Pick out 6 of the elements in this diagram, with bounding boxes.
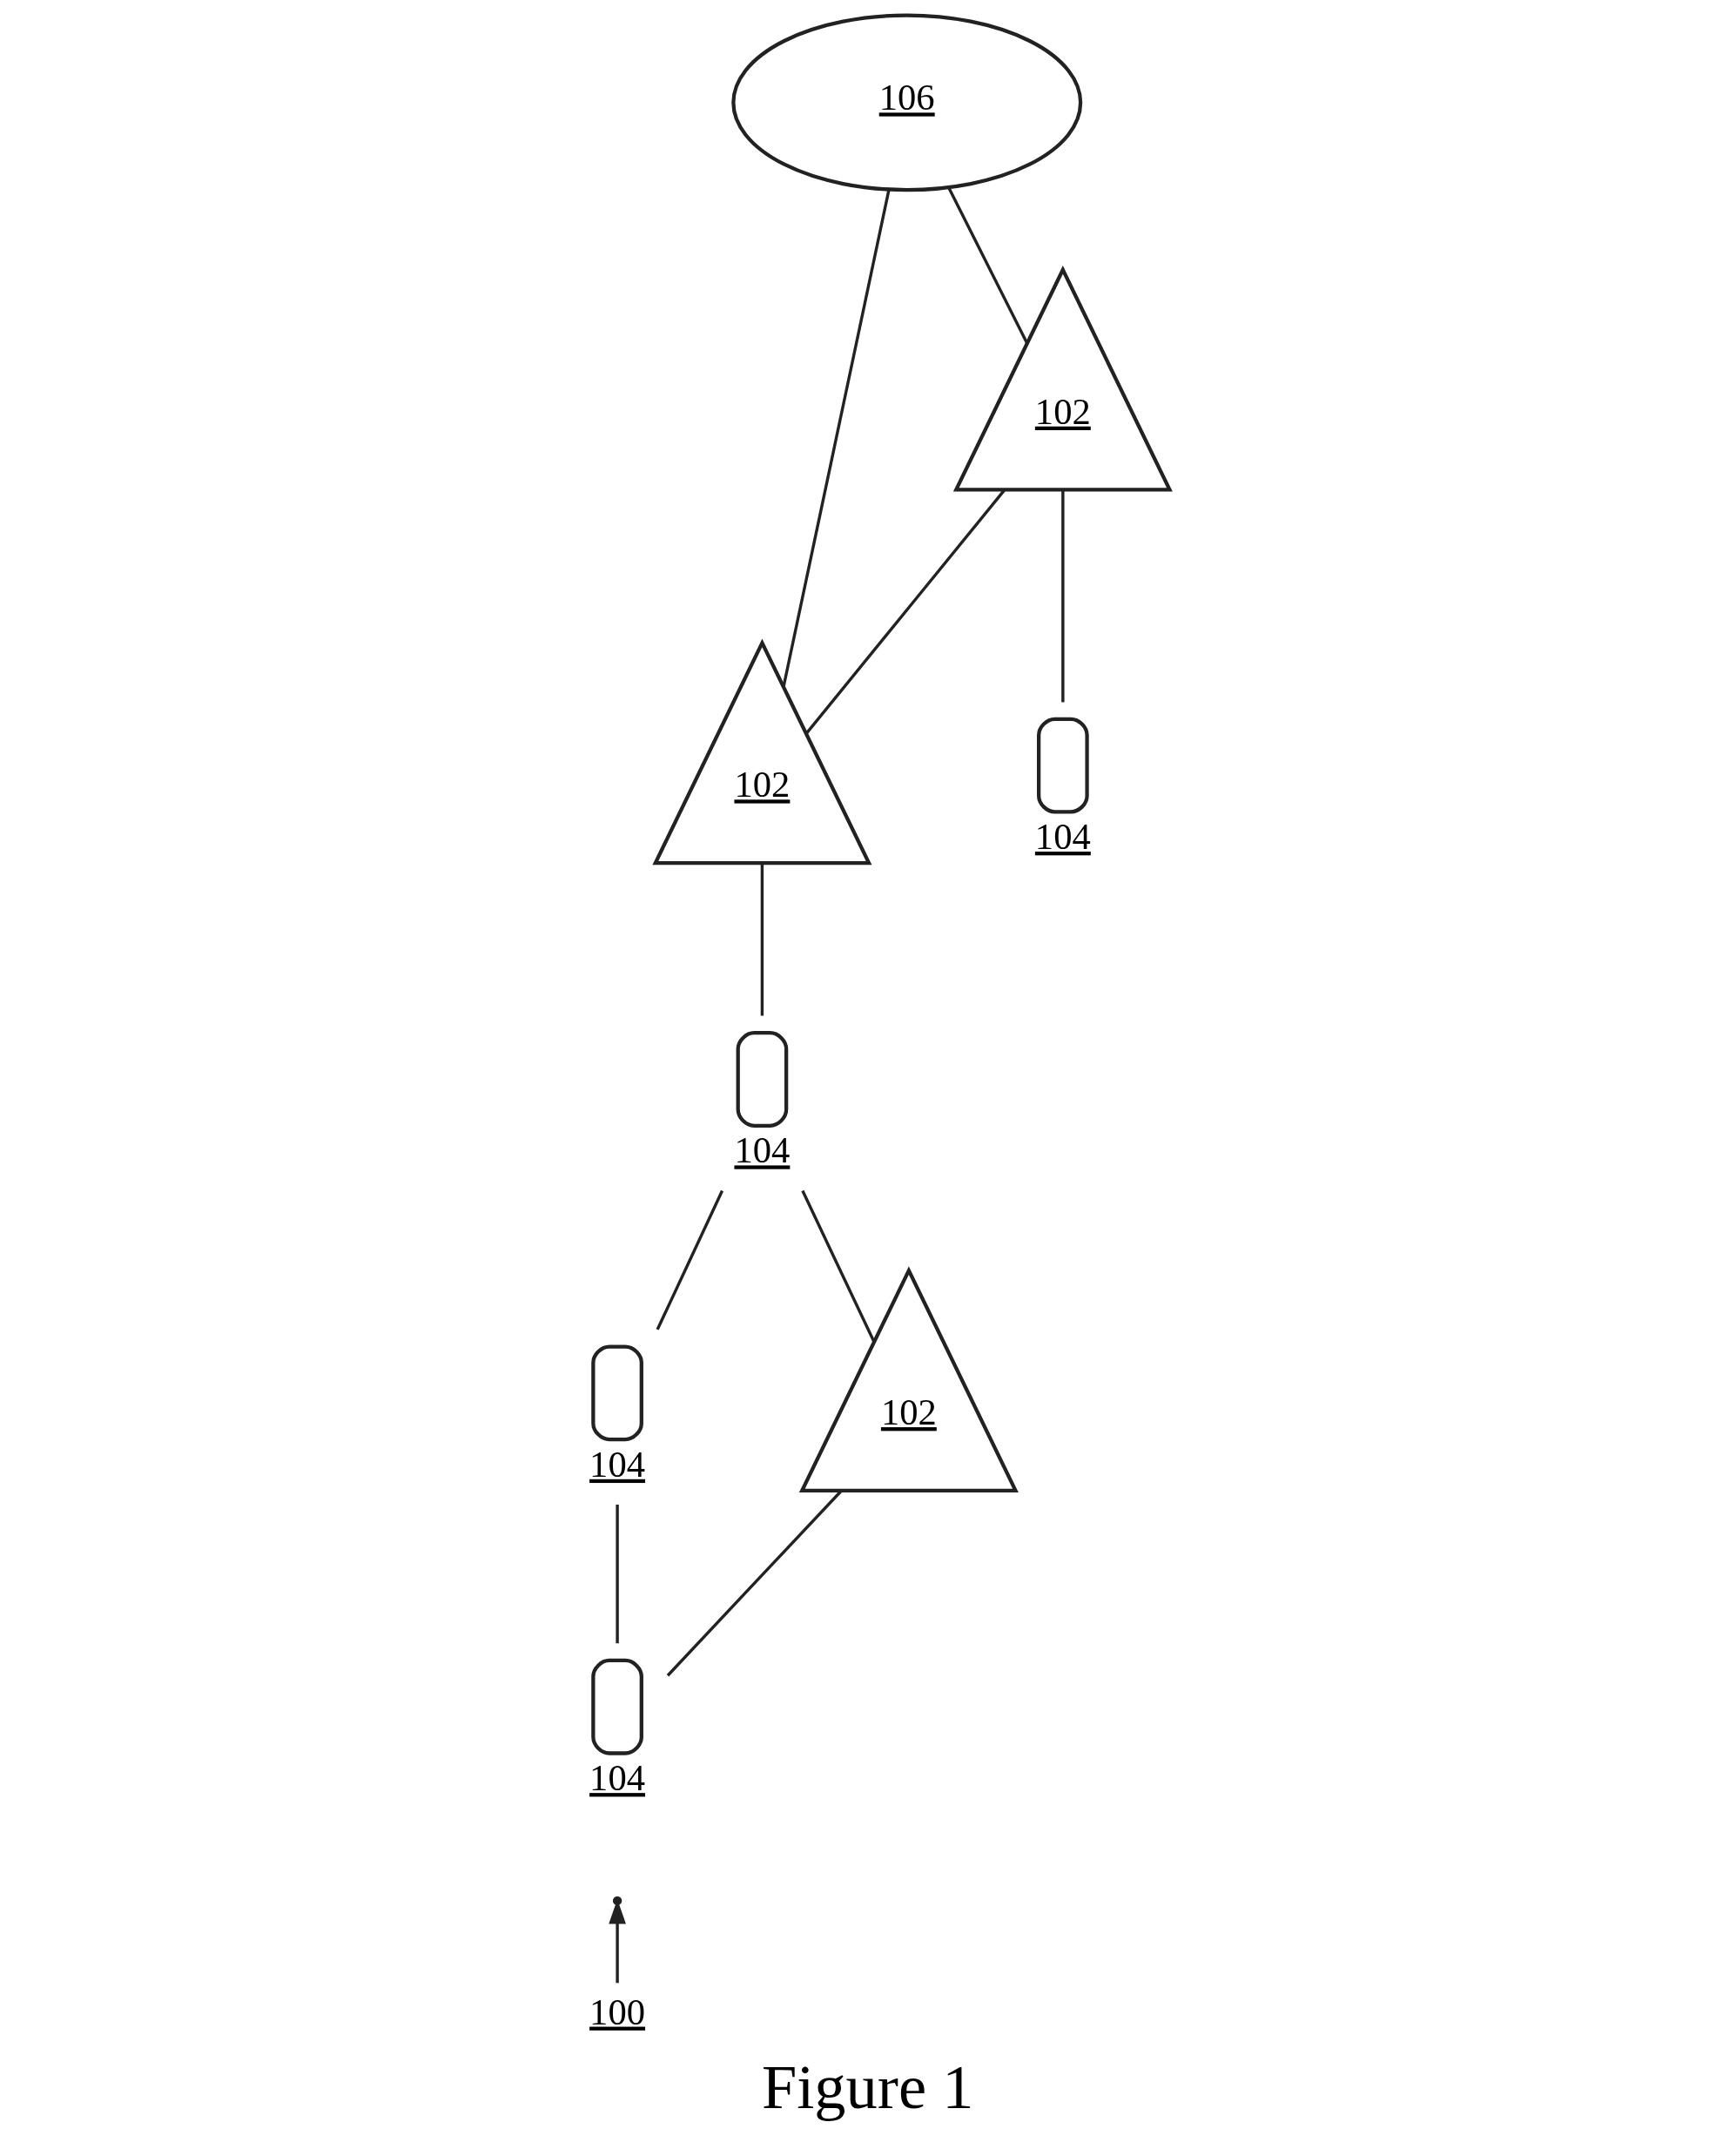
node-label: 104 — [589, 1757, 645, 1799]
node-label: 104 — [1034, 816, 1091, 858]
node-label: 104 — [589, 1443, 645, 1485]
caption: Figure 1 — [761, 2051, 973, 2122]
node-text: 100 — [589, 1991, 645, 2032]
node-label: 104 — [733, 1129, 790, 1171]
